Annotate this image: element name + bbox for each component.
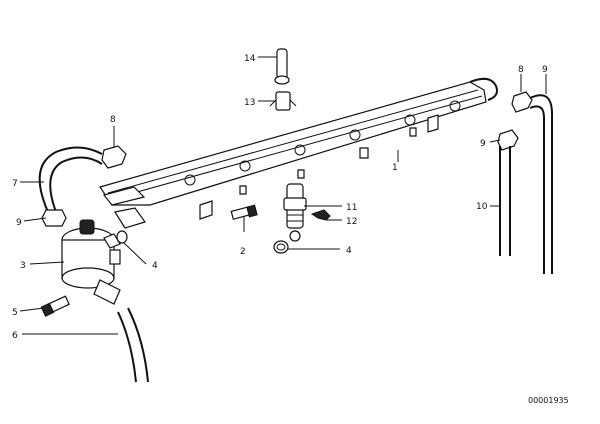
hose-clamp-left — [101, 145, 127, 169]
callout-3: 3 — [20, 261, 26, 271]
callout-8-right: 8 — [518, 65, 524, 75]
callout-1: 1 — [392, 163, 398, 173]
callout-12: 12 — [346, 217, 357, 227]
catalog-number: 00001935 — [528, 396, 569, 405]
vacuum-hose — [38, 146, 103, 213]
callout-2: 2 — [240, 247, 246, 257]
callout-9-right: 9 — [480, 139, 486, 149]
bolt — [230, 204, 258, 220]
o-ring-right — [273, 240, 289, 254]
fuel-injector — [283, 183, 307, 242]
callout-6: 6 — [12, 331, 18, 341]
callout-9-left: 9 — [16, 218, 22, 228]
callout-11: 11 — [346, 203, 357, 213]
regulator-bolt — [40, 295, 70, 317]
callout-5: 5 — [12, 308, 18, 318]
callout-13: 13 — [244, 98, 255, 108]
callout-14: 14 — [244, 54, 256, 64]
callout-8-left: 8 — [110, 115, 116, 125]
injector-clip — [310, 209, 331, 221]
callout-4-right: 4 — [346, 246, 352, 256]
leader-lines — [19, 56, 547, 335]
callout-9-top-right: 9 — [542, 65, 548, 75]
callout-4-left: 4 — [152, 261, 158, 271]
hose-clamp-9-left — [41, 209, 67, 227]
pressure-regulator — [61, 219, 121, 305]
callout-labels: 1 2 3 4 4 5 6 7 8 8 9 9 9 10 11 12 13 14… — [12, 54, 569, 405]
vacuum-fitting — [269, 48, 297, 111]
fuel-rail — [99, 77, 498, 229]
o-ring-left — [116, 230, 128, 244]
callout-7: 7 — [12, 179, 18, 189]
right-hoses — [497, 91, 553, 274]
return-hose — [117, 311, 137, 383]
callout-10: 10 — [476, 202, 488, 212]
